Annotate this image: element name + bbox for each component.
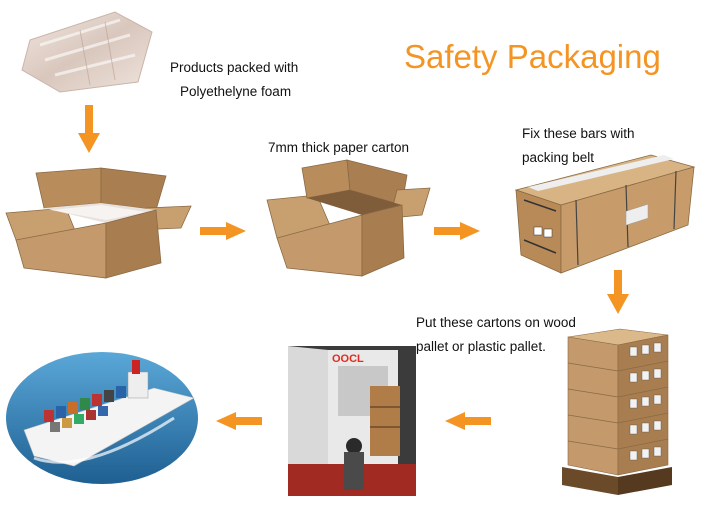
arrow-down-2 [607, 270, 629, 314]
arrow-down-1 [78, 105, 100, 153]
caption-carton-line-1: 7mm thick paper carton [268, 140, 410, 155]
caption-carton: 7mm thick paper carton [268, 136, 409, 160]
arrow-left-2 [216, 412, 262, 430]
caption-foam-line-1: Products packed with [170, 60, 299, 75]
caption-pallet: Put these cartons on wood pallet or plas… [416, 311, 576, 359]
caption-bars-line-2: packing belt [522, 150, 595, 165]
caption-bars: Fix these bars with packing belt [522, 122, 635, 170]
caption-bars-line-1: Fix these bars with [522, 126, 635, 141]
caption-foam-line-2: Polyethelyne foam [180, 84, 292, 99]
diagram-title: Safety Packaging [404, 38, 661, 75]
container-logo: OOCL [332, 353, 364, 365]
strapped-carton-image [514, 154, 696, 274]
caption-pallet-line-1: Put these cartons on wood [416, 315, 576, 330]
arrow-left-1 [445, 412, 491, 430]
caption-foam: Products packed with Polyethelyne foam [170, 56, 298, 104]
container-ship-image [6, 352, 198, 484]
container-loading-image: OOCL [288, 346, 416, 496]
paper-carton-image [266, 159, 431, 277]
arrow-right-2 [434, 222, 480, 240]
caption-pallet-line-2: pallet or plastic pallet. [416, 339, 546, 354]
palletized-cartons-image [562, 328, 672, 495]
foam-bag-image [21, 11, 153, 93]
open-box-foam-image [5, 167, 192, 279]
arrow-right-1 [200, 222, 246, 240]
